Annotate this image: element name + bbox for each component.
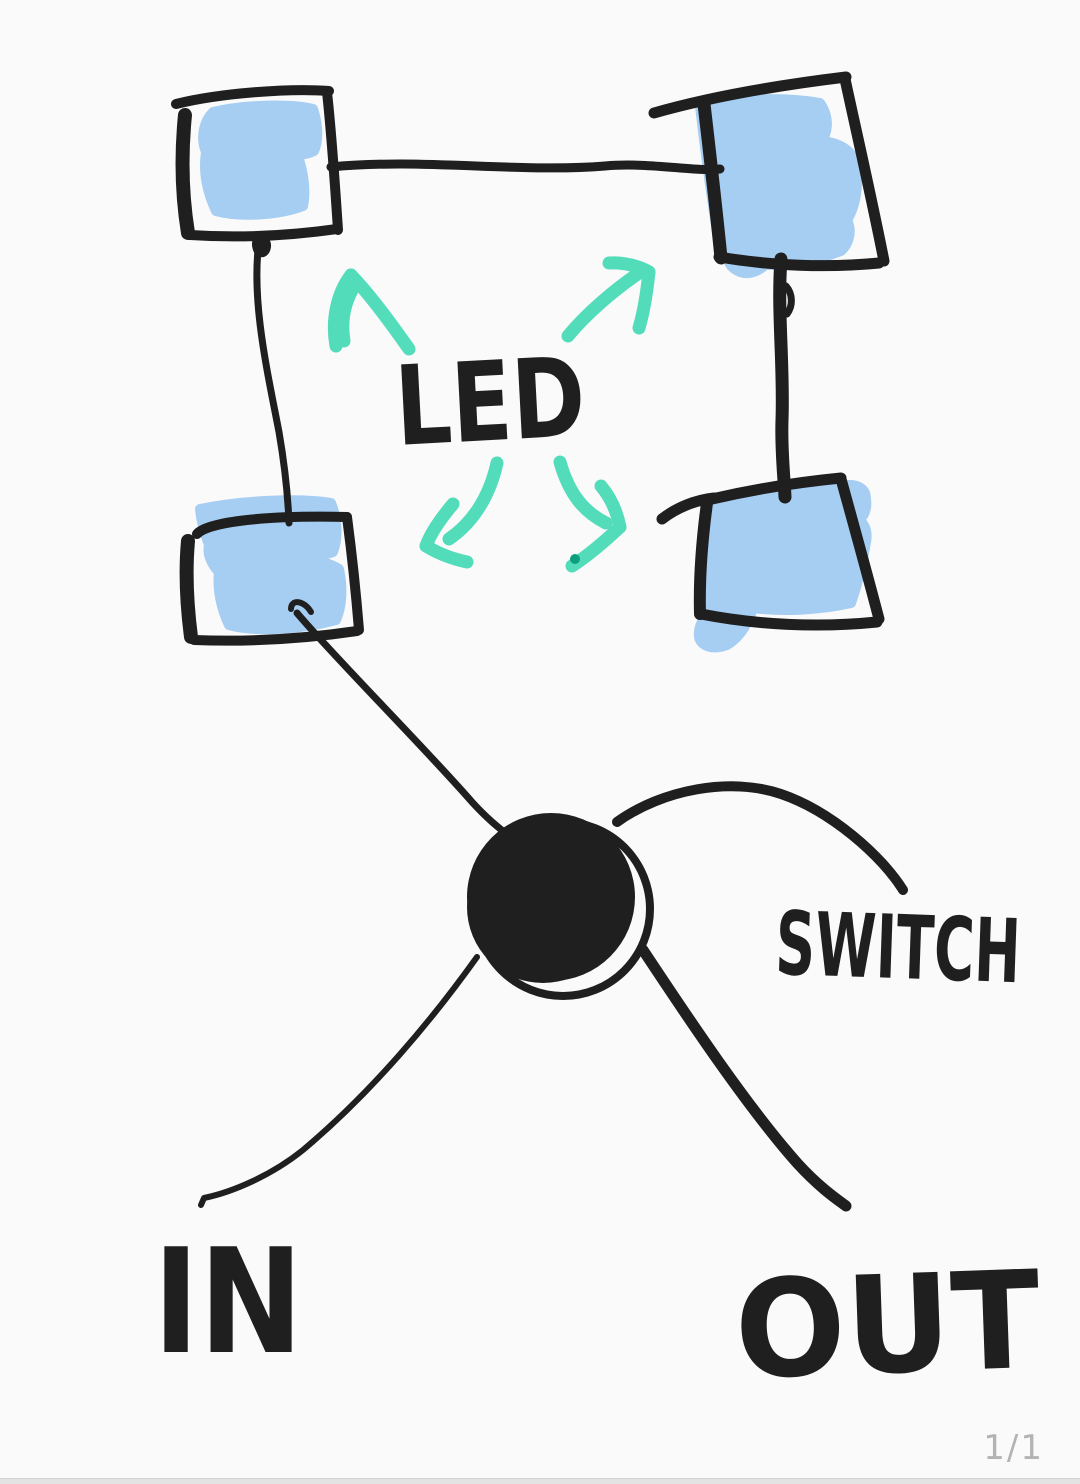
wire-right: [773, 252, 792, 504]
switch-pointer-arc: [612, 781, 908, 895]
led-box-top-right: [648, 71, 890, 279]
wire-left-blob: [251, 235, 272, 258]
led-box-bottom-right-fill: [693, 479, 872, 653]
wire-right-bump: [782, 282, 795, 318]
switch-label: SWITCH: [774, 892, 1022, 1003]
wire-led-to-switch: [293, 609, 518, 844]
led-box-top-right-outline: [697, 97, 728, 265]
led-box-bottom-right: [656, 472, 885, 653]
bottom-bar: [0, 1478, 1080, 1484]
switch-body: [467, 831, 619, 983]
wire-in: [198, 954, 480, 1208]
arrow-to-bottom-right-icon: [553, 455, 627, 573]
led-box-bottom-left: [179, 495, 364, 646]
wire-top: [326, 159, 725, 175]
led-box-top-left-outline: [185, 224, 342, 242]
teal-dot: [570, 554, 580, 564]
led-box-bottom-right-outline: [706, 472, 847, 505]
led-box-top-left-outline: [322, 87, 343, 235]
led-box-top-right-outline: [713, 251, 885, 272]
led-box-bottom-left-fill: [195, 495, 347, 635]
led-box-top-left: [171, 85, 343, 242]
switch-knob: [467, 813, 654, 1000]
led-label: LED: [392, 333, 588, 471]
arrow-to-top-left-icon: [327, 268, 416, 356]
led-box-top-left-fill: [198, 100, 323, 220]
led-box-bottom-left-outline: [179, 534, 198, 644]
led-box-top-right-outline: [648, 71, 852, 119]
led-box-bottom-right-outline: [835, 473, 885, 625]
out-label: OUT: [732, 1242, 1042, 1410]
led-box-bottom-left-outline: [189, 626, 362, 646]
led-box-bottom-left-outline: [342, 512, 364, 635]
wire-left: [253, 237, 293, 527]
led-box-bottom-right-outline: [693, 497, 713, 620]
in-label: IN: [153, 1218, 303, 1387]
led-box-top-right-outline: [839, 73, 890, 267]
arrow-to-bottom-left-icon: [419, 456, 504, 569]
wire-out: [637, 944, 852, 1212]
wire-led-to-switch-hook: [288, 599, 314, 615]
led-box-top-left-outline: [171, 85, 334, 109]
arrow-to-top-right-icon: [561, 256, 656, 343]
led-box-top-left-outline: [175, 108, 195, 240]
led-box-bottom-right-outline: [695, 608, 883, 631]
led-box-bottom-left-outline: [192, 511, 352, 539]
page-indicator: 1/1: [983, 1428, 1044, 1468]
